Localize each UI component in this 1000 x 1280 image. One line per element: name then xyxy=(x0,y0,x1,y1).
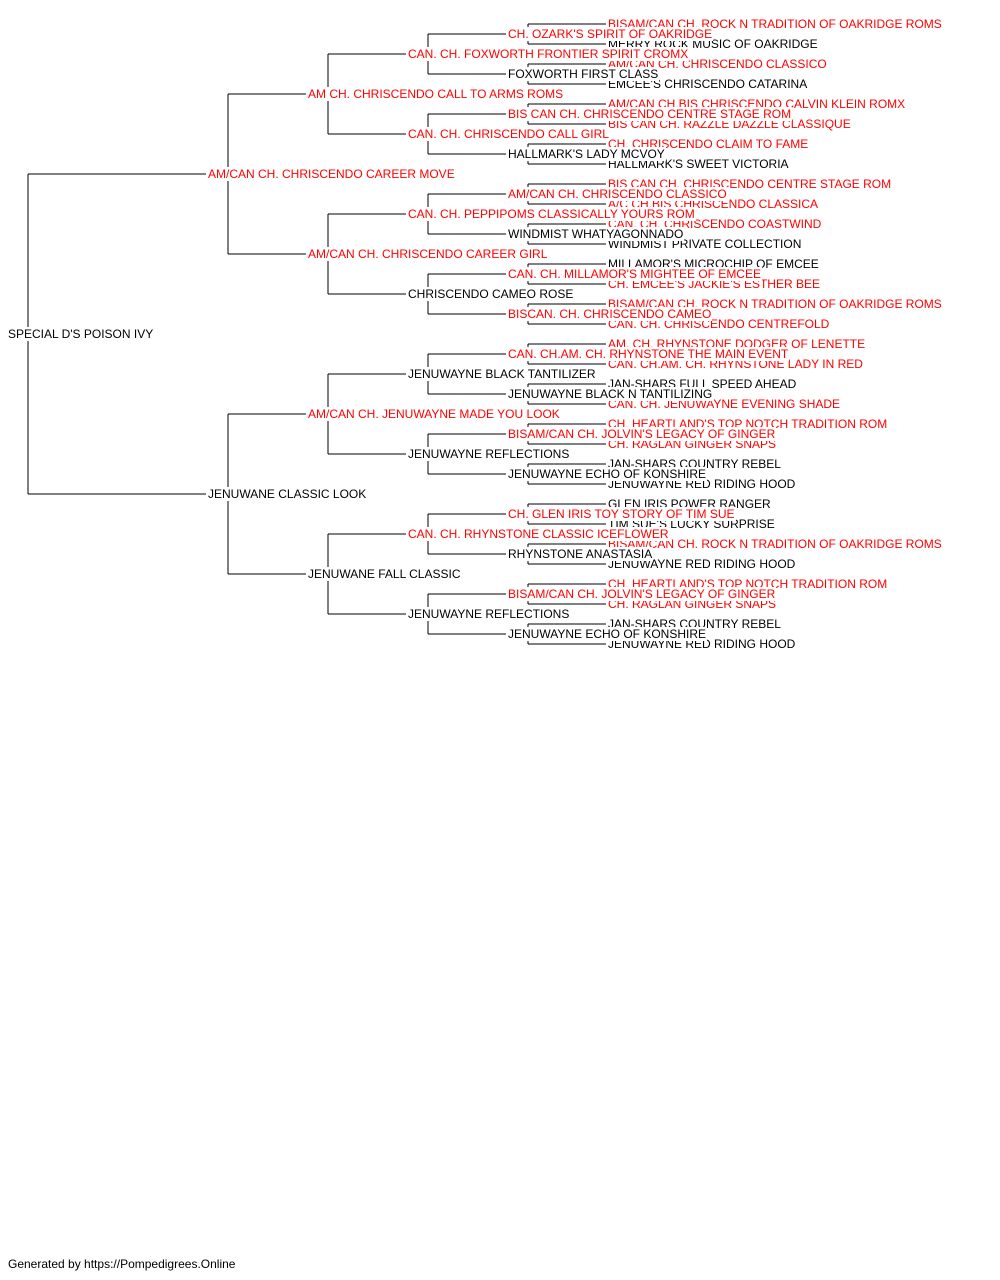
pedigree-entry-sire-sire-dam: CAN. CH. CHRISCENDO CALL GIRL xyxy=(408,127,610,141)
pedigree-entry-sire: AM/CAN CH. CHRISCENDO CAREER MOVE xyxy=(208,167,456,181)
pedigree-entry-dam: JENUWANE CLASSIC LOOK xyxy=(208,487,368,501)
pedigree-entry-sire-dam-dam: CHRISCENDO CAMEO ROSE xyxy=(408,287,575,301)
pedigree-entry-subject: SPECIAL D'S POISON IVY xyxy=(8,327,155,341)
pedigree-entry-dam-dam-dam-dam: JENUWAYNE ECHO OF KONSHIRE xyxy=(508,627,708,641)
pedigree-entry-sire-sire-dam-dam: HALLMARK'S LADY MCVOY xyxy=(508,147,666,161)
pedigree-entry-sire-sire-sire-dam: FOXWORTH FIRST CLASS xyxy=(508,67,660,81)
pedigree-entry-sire-dam: AM/CAN CH. CHRISCENDO CAREER GIRL xyxy=(308,247,549,261)
pedigree-entry-dam-dam-sire-sire: CH. GLEN IRIS TOY STORY OF TIM SUE xyxy=(508,507,736,521)
pedigree-entry-sire-sire-sire: CAN. CH. FOXWORTH FRONTIER SPIRIT CROMX xyxy=(408,47,690,61)
pedigree-entry-dam-sire-sire-dam: JENUWAYNE BLACK N TANTILIZING xyxy=(508,387,714,401)
pedigree-entry-dam-sire-dam-sire: BISAM/CAN CH. JOLVIN'S LEGACY OF GINGER xyxy=(508,427,777,441)
pedigree-entry-dam-dam-dam: JENUWAYNE REFLECTIONS xyxy=(408,607,571,621)
pedigree-entry-dam-dam-sire: CAN. CH. RHYNSTONE CLASSIC ICEFLOWER xyxy=(408,527,670,541)
footer-credit: Generated by https://Pompedigrees.Online xyxy=(8,1257,236,1271)
pedigree-entry-sire-dam-dam-dam: BISCAN. CH. CHRISCENDO CAMEO xyxy=(508,307,713,321)
pedigree-entry-sire-sire-sire-sire: CH. OZARK'S SPIRIT OF OAKRIDGE xyxy=(508,27,714,41)
pedigree-entry-sire-dam-sire-sire: AM/CAN CH. CHRISCENDO CLASSICO xyxy=(508,187,728,201)
pedigree-entry-dam-sire: AM/CAN CH. JENUWAYNE MADE YOU LOOK xyxy=(308,407,561,421)
pedigree-entry-dam-sire-sire: JENUWAYNE BLACK TANTILIZER xyxy=(408,367,597,381)
pedigree-entry-dam-sire-dam: JENUWAYNE REFLECTIONS xyxy=(408,447,571,461)
pedigree-entry-dam-dam: JENUWANE FALL CLASSIC xyxy=(308,567,462,581)
pedigree-entry-sire-dam-dam-sire: CAN. CH. MILLAMOR'S MIGHTEE OF EMCEE xyxy=(508,267,762,281)
pedigree-entry-dam-dam-dam-sire: BISAM/CAN CH. JOLVIN'S LEGACY OF GINGER xyxy=(508,587,777,601)
pedigree-entry-dam-sire-dam-dam: JENUWAYNE ECHO OF KONSHIRE xyxy=(508,467,708,481)
pedigree-entry-dam-dam-sire-dam: RHYNSTONE ANASTASIA xyxy=(508,547,654,561)
pedigree-entry-sire-sire: AM CH. CHRISCENDO CALL TO ARMS ROMS xyxy=(308,87,565,101)
pedigree-entry-sire-dam-sire: CAN. CH. PEPPIPOMS CLASSICALLY YOURS ROM xyxy=(408,207,696,221)
pedigree-entry-dam-sire-sire-sire: CAN. CH.AM. CH. RHYNSTONE THE MAIN EVENT xyxy=(508,347,790,361)
pedigree-entry-sire-sire-dam-sire: BIS CAN CH. CHRISCENDO CENTRE STAGE ROM xyxy=(508,107,793,121)
pedigree-entry-sire-dam-sire-dam: WINDMIST WHATYAGONNADO xyxy=(508,227,685,241)
pedigree-entry-dam-dam-sire-dam-dam: JENUWAYNE RED RIDING HOOD xyxy=(608,557,797,571)
pedigree-entry-dam-dam-sire-dam-sire: BISAM/CAN CH. ROCK N TRADITION OF OAKRID… xyxy=(608,537,943,551)
